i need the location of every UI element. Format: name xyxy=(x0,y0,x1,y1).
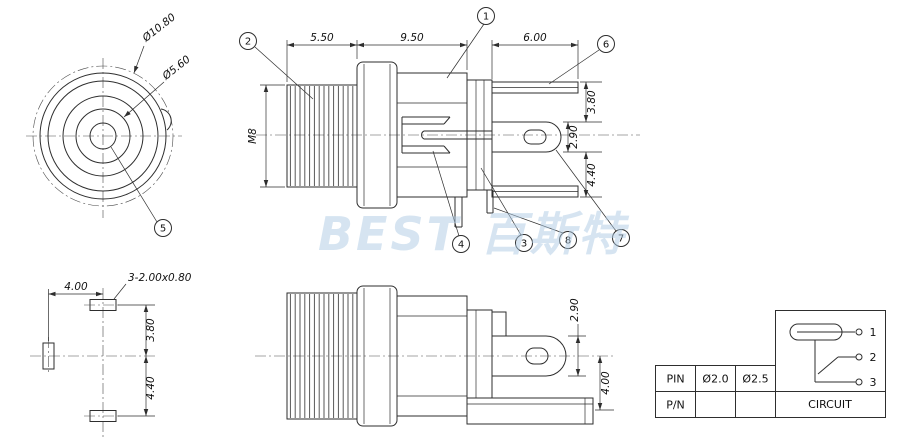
side-view: 2.90 4.00 xyxy=(255,285,615,427)
section-view xyxy=(256,61,640,228)
table-pin-label: PIN xyxy=(666,373,684,386)
dim-terminal-length: 6.00 xyxy=(523,32,547,44)
upper-tab xyxy=(491,311,507,337)
dim-slot-height: 2.90 xyxy=(569,298,581,322)
callout-1-balloon xyxy=(477,7,495,25)
callout-6-number: 6 xyxy=(603,40,609,51)
table-pin-dia-2: Ø2.5 xyxy=(742,373,768,386)
pin-2-node xyxy=(855,353,863,361)
pin-2-label: 2 xyxy=(870,351,877,364)
dim-thread-length: 5.50 xyxy=(310,32,334,44)
table-pn-label: P/N xyxy=(666,399,685,412)
pin-3-node xyxy=(855,378,863,386)
callout-3-balloon xyxy=(515,234,533,252)
pin-1-label: 1 xyxy=(870,326,877,339)
callout-4-number: 4 xyxy=(458,240,464,251)
callout-2-number: 2 xyxy=(245,37,251,48)
callout-5-number: 5 xyxy=(160,224,166,235)
callout-1-number: 1 xyxy=(483,12,489,23)
dim-upper-height: 3.80 xyxy=(586,90,598,114)
dim-thread-size: M8 xyxy=(247,128,259,144)
thread-hatch xyxy=(288,294,356,418)
watermark: BEST 百斯特 xyxy=(318,207,630,261)
pin-1-node xyxy=(855,328,863,336)
callout-2-balloon xyxy=(239,32,257,50)
dim-lower-height: 4.40 xyxy=(586,163,598,187)
dim-middle-height: 2.90 xyxy=(568,125,580,149)
callout-8-balloon xyxy=(559,231,577,249)
callout-7-number: 7 xyxy=(618,234,624,245)
callout-5-balloon xyxy=(154,219,172,237)
center-pin-tip xyxy=(421,130,425,140)
dim-tail-height: 4.00 xyxy=(600,371,612,395)
front-view: Ø10.80 Ø5.60 xyxy=(26,11,193,218)
callout-6-balloon xyxy=(597,35,615,53)
center-terminal xyxy=(492,121,562,153)
dim-body-length: 9.50 xyxy=(400,32,424,44)
thread-hatch xyxy=(288,86,356,186)
circuit-box: 1 2 3 CIRCUIT xyxy=(775,310,886,418)
footprint-view: 4.00 3.80 4.40 3-2.00x0.80 xyxy=(30,272,192,437)
callout-8-number: 8 xyxy=(565,236,571,247)
center-terminal xyxy=(492,335,567,377)
callout-4-balloon xyxy=(452,235,470,253)
spec-table: PIN Ø2.0 Ø2.5 P/N xyxy=(655,365,776,418)
pin-3-label: 3 xyxy=(870,376,877,389)
callout-3-number: 3 xyxy=(521,239,527,250)
circuit-label: CIRCUIT xyxy=(808,398,852,411)
dim-pad-lower: 4.40 xyxy=(145,376,157,400)
solder-lug xyxy=(466,397,594,425)
table-pin-dia-1: Ø2.0 xyxy=(702,373,728,386)
front-inner-diameter-label: Ø5.60 xyxy=(160,53,193,83)
dim-pad-upper: 3.80 xyxy=(145,318,157,342)
callouts: 1 2 6 5 4 3 8 7 xyxy=(110,7,630,253)
pad-spec-note: 3-2.00x0.80 xyxy=(128,272,192,284)
dim-pad-pitch: 4.00 xyxy=(64,281,88,293)
callout-7-balloon xyxy=(612,229,630,247)
section-dimensions: 5.50 9.50 6.00 M8 3.80 2.90 4.40 xyxy=(247,32,602,198)
locating-lug xyxy=(160,108,172,131)
front-outer-diameter-label: Ø10.80 xyxy=(140,11,179,45)
